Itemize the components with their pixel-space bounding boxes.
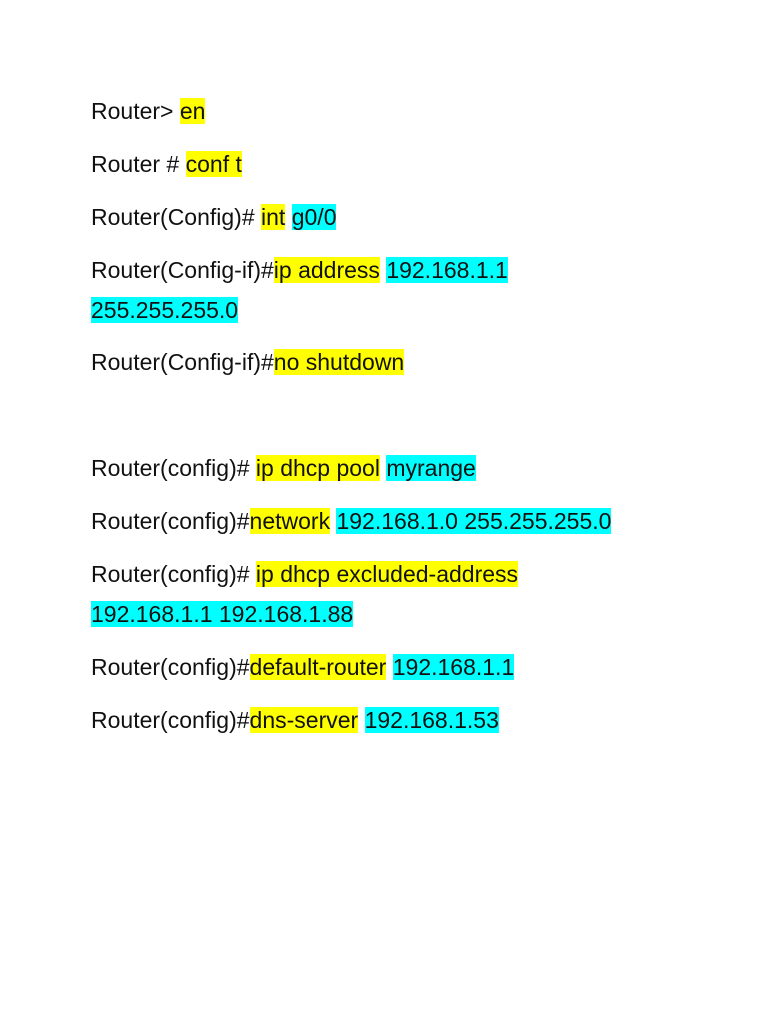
command-highlight: ip address <box>273 257 380 283</box>
argument-highlight: 192.168.1.1 <box>392 654 515 680</box>
separator-space <box>358 707 364 733</box>
prompt-text: Router(config)# <box>91 455 256 481</box>
command-highlight: network <box>249 508 331 534</box>
argument-highlight: myrange <box>386 455 476 481</box>
prompt-text: Router(config)# <box>91 561 256 587</box>
argument-highlight: g0/0 <box>291 204 337 230</box>
config-line-enable: Router> en <box>91 97 206 125</box>
command-highlight: default-router <box>249 654 387 680</box>
argument-highlight: 192.168.1.1 <box>386 257 508 283</box>
prompt-text: Router(Config-if)# <box>91 257 274 283</box>
prompt-text: Router> <box>91 98 180 124</box>
command-highlight: ip dhcp pool <box>255 455 380 481</box>
prompt-text: Router # <box>91 151 186 177</box>
argument-highlight: 192.168.1.1 192.168.1.88 <box>91 601 354 627</box>
prompt-text: Router(config)# <box>91 707 250 733</box>
prompt-text: Router(config)# <box>91 508 250 534</box>
prompt-text: Router(Config-if)# <box>91 349 274 375</box>
command-highlight: ip dhcp excluded-address <box>255 561 519 587</box>
argument-highlight: 255.255.255.0 <box>91 297 239 323</box>
config-line-conf-t: Router # conf t <box>91 150 242 178</box>
argument-highlight: 192.168.1.0 255.255.255.0 <box>336 508 612 534</box>
config-line-ip-address-mask: 255.255.255.0 <box>91 296 239 324</box>
config-line-no-shutdown: Router(Config-if)#no shutdown <box>91 348 405 376</box>
config-line-ip-address: Router(Config-if)#ip address 192.168.1.1 <box>91 256 508 284</box>
prompt-text: Router(Config)# <box>91 204 262 230</box>
config-line-excluded-address: Router(config)# ip dhcp excluded-address <box>91 560 519 588</box>
command-highlight: dns-server <box>249 707 359 733</box>
config-line-dns-server: Router(config)#dns-server 192.168.1.53 <box>91 706 499 734</box>
config-line-interface: Router(Config)# int g0/0 <box>91 203 337 231</box>
separator-space <box>386 654 392 680</box>
argument-highlight: 192.168.1.53 <box>364 707 499 733</box>
command-highlight: no shutdown <box>273 349 405 375</box>
prompt-text: Router(config)# <box>91 654 250 680</box>
command-highlight: conf t <box>185 151 242 177</box>
command-highlight: int <box>261 204 286 230</box>
config-line-dhcp-pool: Router(config)# ip dhcp pool myrange <box>91 454 476 482</box>
config-line-default-router: Router(config)#default-router 192.168.1.… <box>91 653 515 681</box>
separator-space <box>285 204 291 230</box>
config-line-network: Router(config)#network 192.168.1.0 255.2… <box>91 507 612 535</box>
config-line-excluded-range: 192.168.1.1 192.168.1.88 <box>91 600 354 628</box>
command-highlight: en <box>179 98 206 124</box>
